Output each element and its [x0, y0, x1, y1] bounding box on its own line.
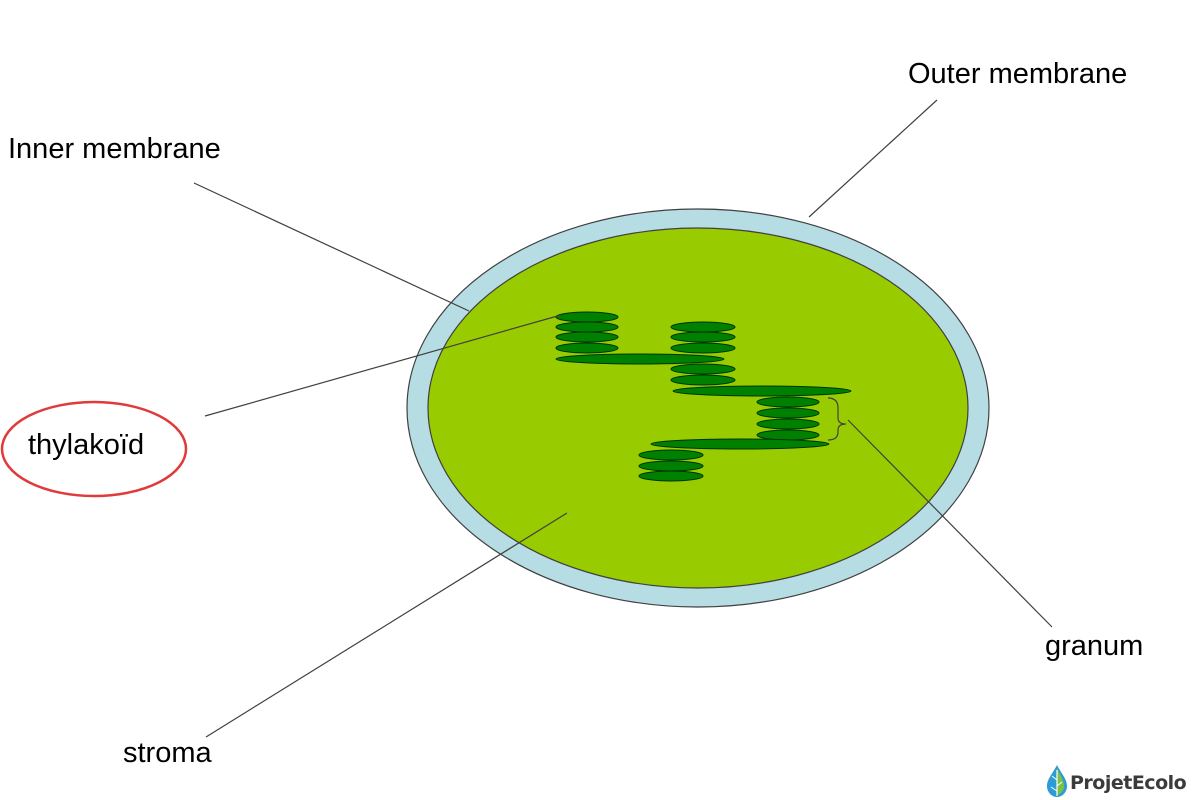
- stroma: [427, 227, 969, 589]
- stroma-lamella-2: [672, 385, 852, 397]
- leaf-droplet-icon: [1047, 765, 1067, 797]
- leader-lines: [193, 99, 1053, 738]
- thylakoid-system: [555, 311, 852, 482]
- granum-stack-4: [638, 449, 704, 482]
- leader-line-inner-membrane: [193, 182, 470, 312]
- projetecolo-logo: ProjetEcolo: [1012, 720, 1200, 800]
- granum-stack-2: [670, 321, 736, 386]
- granum-stack-3: [756, 396, 820, 441]
- stroma-lamella-3: [650, 438, 830, 450]
- stroma-label: stroma: [123, 737, 212, 769]
- leader-line-outer-membrane: [808, 99, 938, 218]
- leader-line-thylakoid: [204, 314, 562, 417]
- granum-stack-1: [555, 311, 619, 354]
- outer-membrane-label: Outer membrane: [908, 58, 1128, 90]
- granum-brace: [827, 397, 847, 441]
- leader-line-granum: [847, 419, 1053, 628]
- granum-label: granum: [1045, 630, 1144, 662]
- stroma-lamella-1: [555, 353, 725, 365]
- inner-membrane-label: Inner membrane: [8, 133, 221, 165]
- logo-text: ProjetEcolo: [1070, 772, 1187, 794]
- leader-line-stroma: [205, 512, 568, 738]
- thylakoid-highlight-ring: [0, 400, 188, 498]
- thylakoid-label: thylakoïd: [28, 429, 145, 461]
